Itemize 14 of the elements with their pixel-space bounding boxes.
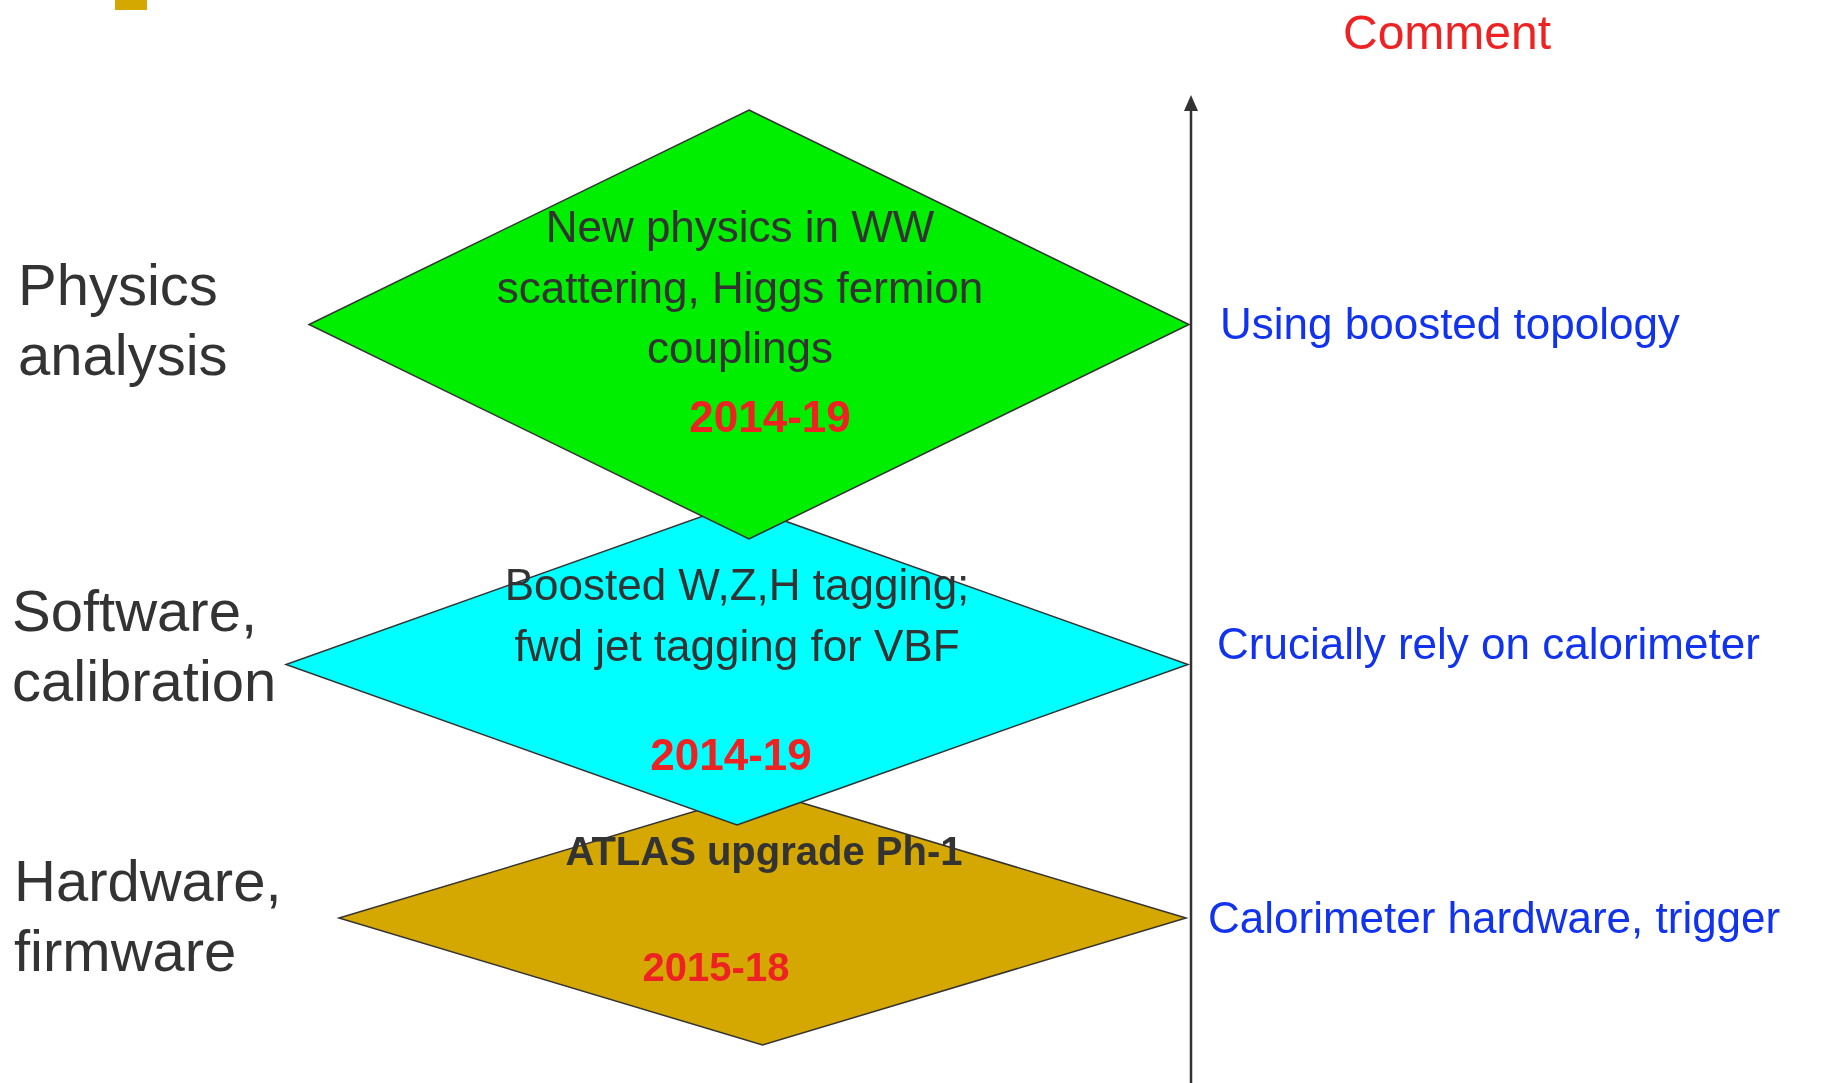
diamond-text: ATLAS upgrade Ph-1: [564, 828, 964, 875]
comment-text: Crucially rely on calorimeter: [1217, 618, 1760, 670]
comment-text: Calorimeter hardware, trigger: [1208, 892, 1781, 944]
diamond-text: New physics in WW scattering, Higgs fermion couplings: [495, 201, 985, 375]
year-range: 2015-18: [641, 944, 791, 991]
year-range: 2014-19: [688, 391, 852, 443]
layer-label: Hardware, firmware: [14, 847, 283, 985]
layer-label: Physics analysis: [18, 251, 229, 389]
diamond-text: Boosted W,Z,H tagging; fwd jet tagging for VBF: [503, 559, 971, 672]
diamond: [308, 109, 1190, 540]
year-range: 2014-19: [649, 729, 813, 781]
layer-label: Software, calibration: [12, 577, 278, 715]
column-heading: Comment: [1343, 5, 1552, 61]
comment-text: Using boosted topology: [1220, 298, 1680, 350]
